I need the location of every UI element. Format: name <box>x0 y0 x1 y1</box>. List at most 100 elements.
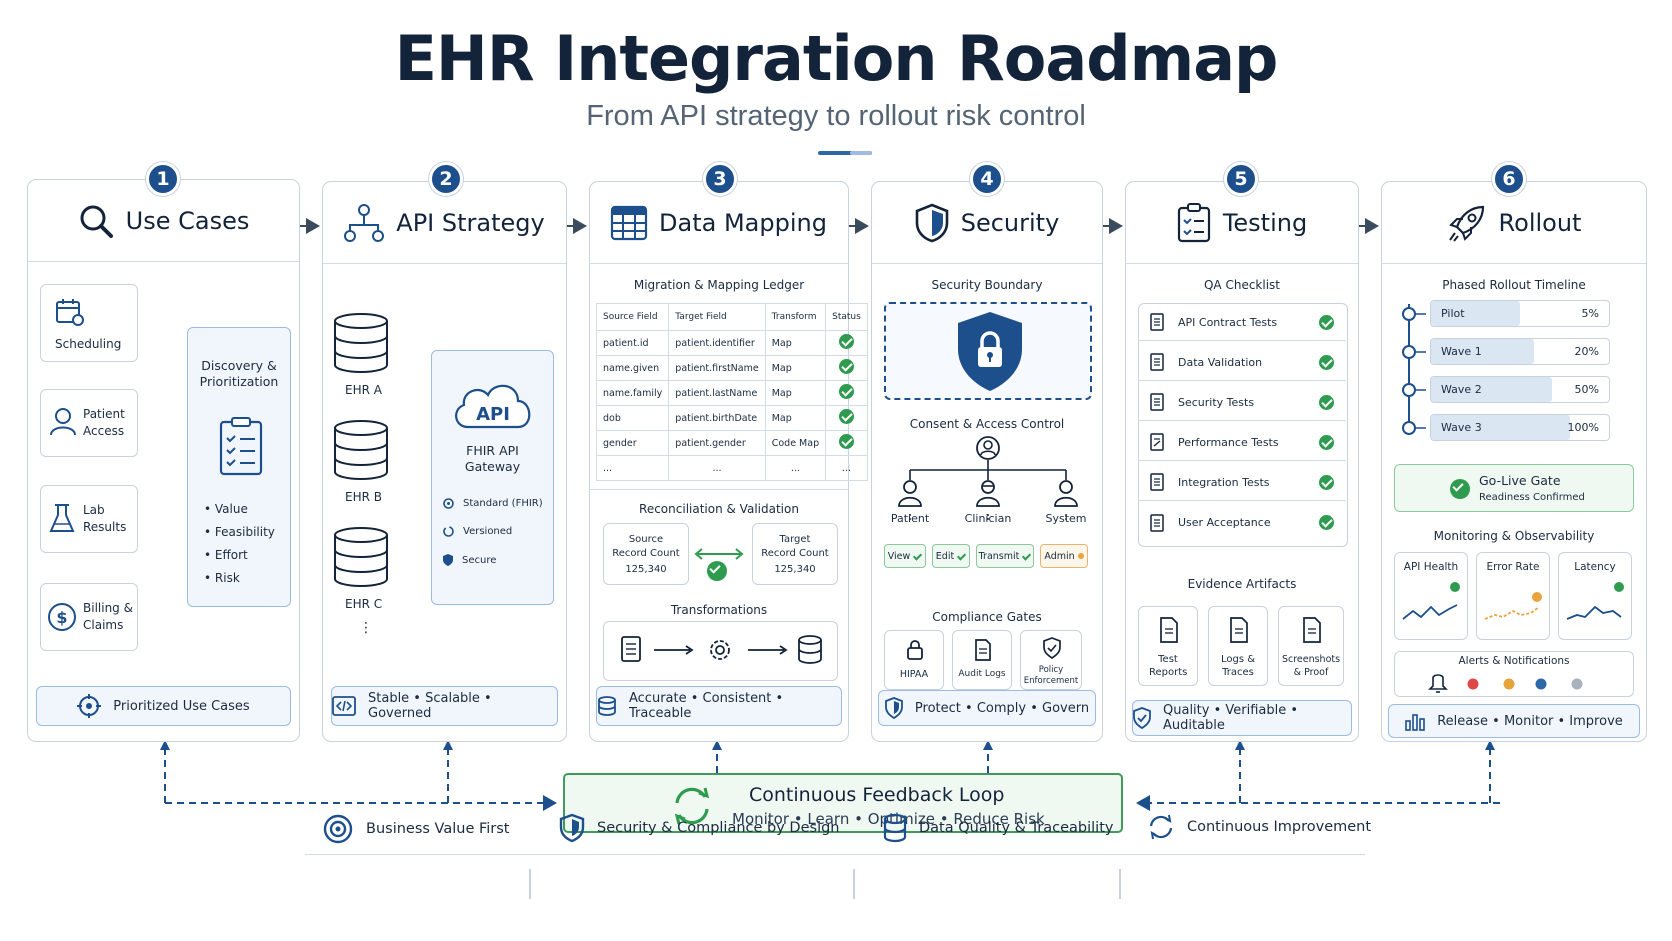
stage-outcome-pill: Accurate • Consistent • Traceable <box>596 686 842 726</box>
permission-admin[interactable]: Admin <box>1040 544 1088 568</box>
shield-check-icon <box>1133 707 1151 730</box>
stage-header: API Strategy <box>323 182 566 264</box>
title-divider <box>818 151 872 155</box>
artifact-test-reports[interactable]: Test Reports <box>1138 606 1198 686</box>
shield-icon <box>442 553 454 567</box>
source-label: EHR B <box>345 490 382 504</box>
cycle-arrows-icon <box>669 783 715 829</box>
source-record-count: Source Record Count 125,340 <box>603 523 689 585</box>
qa-item-performance-tests[interactable]: Performance Tests <box>1138 424 1346 461</box>
ehr-a-database <box>333 313 393 383</box>
stage-number-badge: 6 <box>1492 162 1526 196</box>
use-case-billing-claims[interactable]: $ Billing & Claims <box>40 583 138 651</box>
feedback-lines <box>164 748 1500 811</box>
ehr-b-database <box>333 420 393 490</box>
qa-item-user-acceptance[interactable]: User Acceptance <box>1138 504 1346 541</box>
bar-chart-icon <box>1405 711 1426 731</box>
stage-number-badge: 2 <box>429 162 463 196</box>
use-case-lab-results[interactable]: Lab Results <box>40 485 138 553</box>
metric-api-health[interactable]: API Health <box>1394 552 1468 640</box>
qa-item-integration-tests[interactable]: Integration Tests <box>1138 464 1346 501</box>
stage-data-mapping: Data Mapping Migration & Mapping Ledger … <box>589 181 868 742</box>
check-icon <box>1022 552 1031 561</box>
check-icon <box>838 434 854 449</box>
stage-outcome-label: Release • Monitor • Improve <box>1437 713 1623 729</box>
column-header: Transform <box>764 303 827 331</box>
timeline-title: Phased Rollout Timeline <box>1442 278 1586 292</box>
version-cycle-icon <box>442 525 455 538</box>
document-icon <box>974 639 992 661</box>
clinician-person-icon <box>974 479 1002 507</box>
stage-outcome-pill: Quality • Verifiable • Auditable <box>1132 700 1352 736</box>
more-sources-ellipsis: ⋮ <box>359 620 373 636</box>
check-icon <box>1319 354 1334 370</box>
check-icon <box>838 409 854 424</box>
clipboard-check-icon <box>1177 202 1211 243</box>
sparkline-icon <box>1484 592 1542 620</box>
use-case-patient-access[interactable]: Patient Access <box>40 389 138 457</box>
stage-outcome-pill: Release • Monitor • Improve <box>1388 704 1640 738</box>
qa-checklist-title: QA Checklist <box>1203 278 1280 292</box>
stage-outcome-label: Protect • Comply • Govern <box>914 700 1090 716</box>
padlock-icon <box>906 639 924 661</box>
stage-outcome-pill: Prioritized Use Cases <box>36 686 291 726</box>
stage-number-badge: 1 <box>146 162 180 196</box>
artifact-logs-traces[interactable]: Logs & Traces <box>1208 606 1268 686</box>
sparkline-icon <box>1402 582 1460 620</box>
permission-view[interactable]: View <box>884 544 926 568</box>
stage-security: Security Security Boundary Consent & Acc… <box>871 181 1103 742</box>
file-icon <box>1302 617 1322 643</box>
metric-latency[interactable]: Latency <box>1558 552 1632 640</box>
qa-item-security-tests[interactable]: Security Tests <box>1138 384 1346 421</box>
check-icon <box>1319 434 1334 450</box>
permission-transmit[interactable]: Transmit <box>976 544 1034 568</box>
discovery-title: Discovery & Prioritization <box>199 358 279 389</box>
column-header: Target Field <box>668 303 766 331</box>
document-list-icon <box>1150 393 1164 411</box>
artifact-screenshots-proof[interactable]: Screenshots & Proof <box>1278 606 1344 686</box>
check-icon <box>838 384 854 399</box>
stage-testing: Testing QA Checklist API Contract Tests … <box>1125 181 1359 742</box>
metric-error-rate[interactable]: Error Rate <box>1476 552 1550 640</box>
shield-icon <box>885 697 903 720</box>
use-case-label: Patient Access <box>83 407 125 438</box>
use-case-label: Lab Results <box>83 503 127 534</box>
gate-hipaa: HIPAA <box>884 630 944 690</box>
feedback-loop-title: Continuous Feedback Loop <box>749 784 1005 806</box>
pending-dot-icon <box>1077 553 1084 559</box>
criteria-list: • Value • Feasibility • Effort • Risk <box>204 498 275 590</box>
stage-outcome-label: Stable • Scalable • Governed <box>368 691 492 721</box>
stage-title: Data Mapping <box>659 208 827 237</box>
flask-icon <box>49 503 75 535</box>
gateway-title: FHIR API Gateway <box>464 443 521 474</box>
transformations-title: Transformations <box>670 603 768 617</box>
permission-edit[interactable]: Edit <box>932 544 970 568</box>
criteria-item: • Feasibility <box>204 525 275 539</box>
principle-data-quality: Data Quality & Traceability <box>883 813 1113 843</box>
qa-item-data-validation[interactable]: Data Validation <box>1138 344 1346 381</box>
feedback-loop-subtitle: Monitor • Learn • Optimize • Reduce Risk <box>732 810 1045 828</box>
fhir-api-gateway[interactable]: API FHIR API Gateway Standard (FHIR) Ver… <box>431 350 554 605</box>
go-live-gate: Go-Live Gate Readiness Confirmed <box>1394 464 1634 512</box>
check-icon <box>838 359 854 374</box>
use-case-scheduling[interactable]: Scheduling <box>40 284 138 362</box>
stage-title: Security <box>960 208 1060 237</box>
code-window-icon <box>332 696 356 716</box>
stage-outcome-label: Prioritized Use Cases <box>113 698 250 714</box>
phase-progress-fill <box>1431 415 1570 440</box>
qa-item-api-contract[interactable]: API Contract Tests <box>1138 304 1346 341</box>
target-icon <box>77 694 102 718</box>
stage-title: Rollout <box>1498 208 1582 237</box>
grid-table-icon <box>610 205 648 240</box>
stage-header: Testing <box>1126 182 1358 264</box>
system-person-icon <box>1052 479 1080 507</box>
database-icon <box>333 527 389 587</box>
stage-outcome-pill: Protect • Comply • Govern <box>878 690 1096 726</box>
stage-number-badge: 3 <box>703 162 737 196</box>
page-subtitle: From API strategy to rollout risk contro… <box>586 100 1086 132</box>
ehr-c-database <box>333 527 393 597</box>
